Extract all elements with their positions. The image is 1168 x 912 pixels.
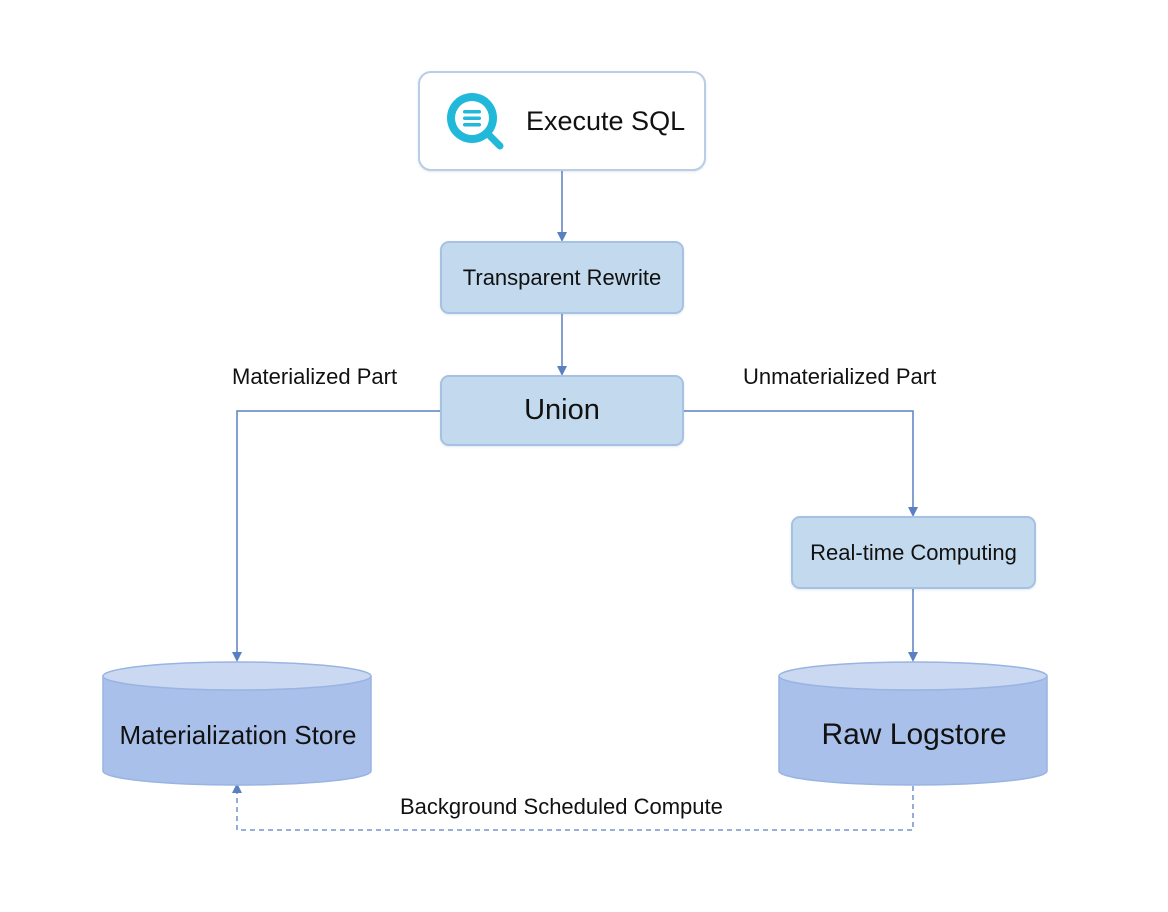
raw-logstore-label: Raw Logstore: [821, 718, 1007, 751]
unmaterialized-part-label: Unmaterialized Part: [743, 364, 937, 389]
realtime-computing-node: Real-time Computing: [791, 516, 1036, 589]
execute-sql-label: Execute SQL: [526, 105, 686, 136]
execute-sql-node: Execute SQL: [418, 71, 706, 171]
arrow-background-compute: [232, 783, 914, 831]
materialization-store-cylinder: [102, 661, 372, 786]
union-node: Union: [440, 375, 684, 446]
background-compute-label: Background Scheduled Compute: [400, 794, 723, 819]
transparent-rewrite-label: Transparent Rewrite: [462, 264, 662, 290]
raw-logstore-cylinder: [778, 661, 1048, 786]
arrow-union-to-realtime: [684, 410, 918, 517]
transparent-rewrite-node: Transparent Rewrite: [440, 241, 684, 314]
union-label: Union: [524, 394, 600, 426]
search-list-icon: [447, 93, 504, 150]
materialized-part-label: Materialized Part: [232, 364, 398, 389]
realtime-computing-label: Real-time Computing: [810, 539, 1017, 565]
materialization-store-label: Materialization Store: [119, 719, 357, 750]
arrow-union-to-materialization-store: [232, 410, 440, 662]
